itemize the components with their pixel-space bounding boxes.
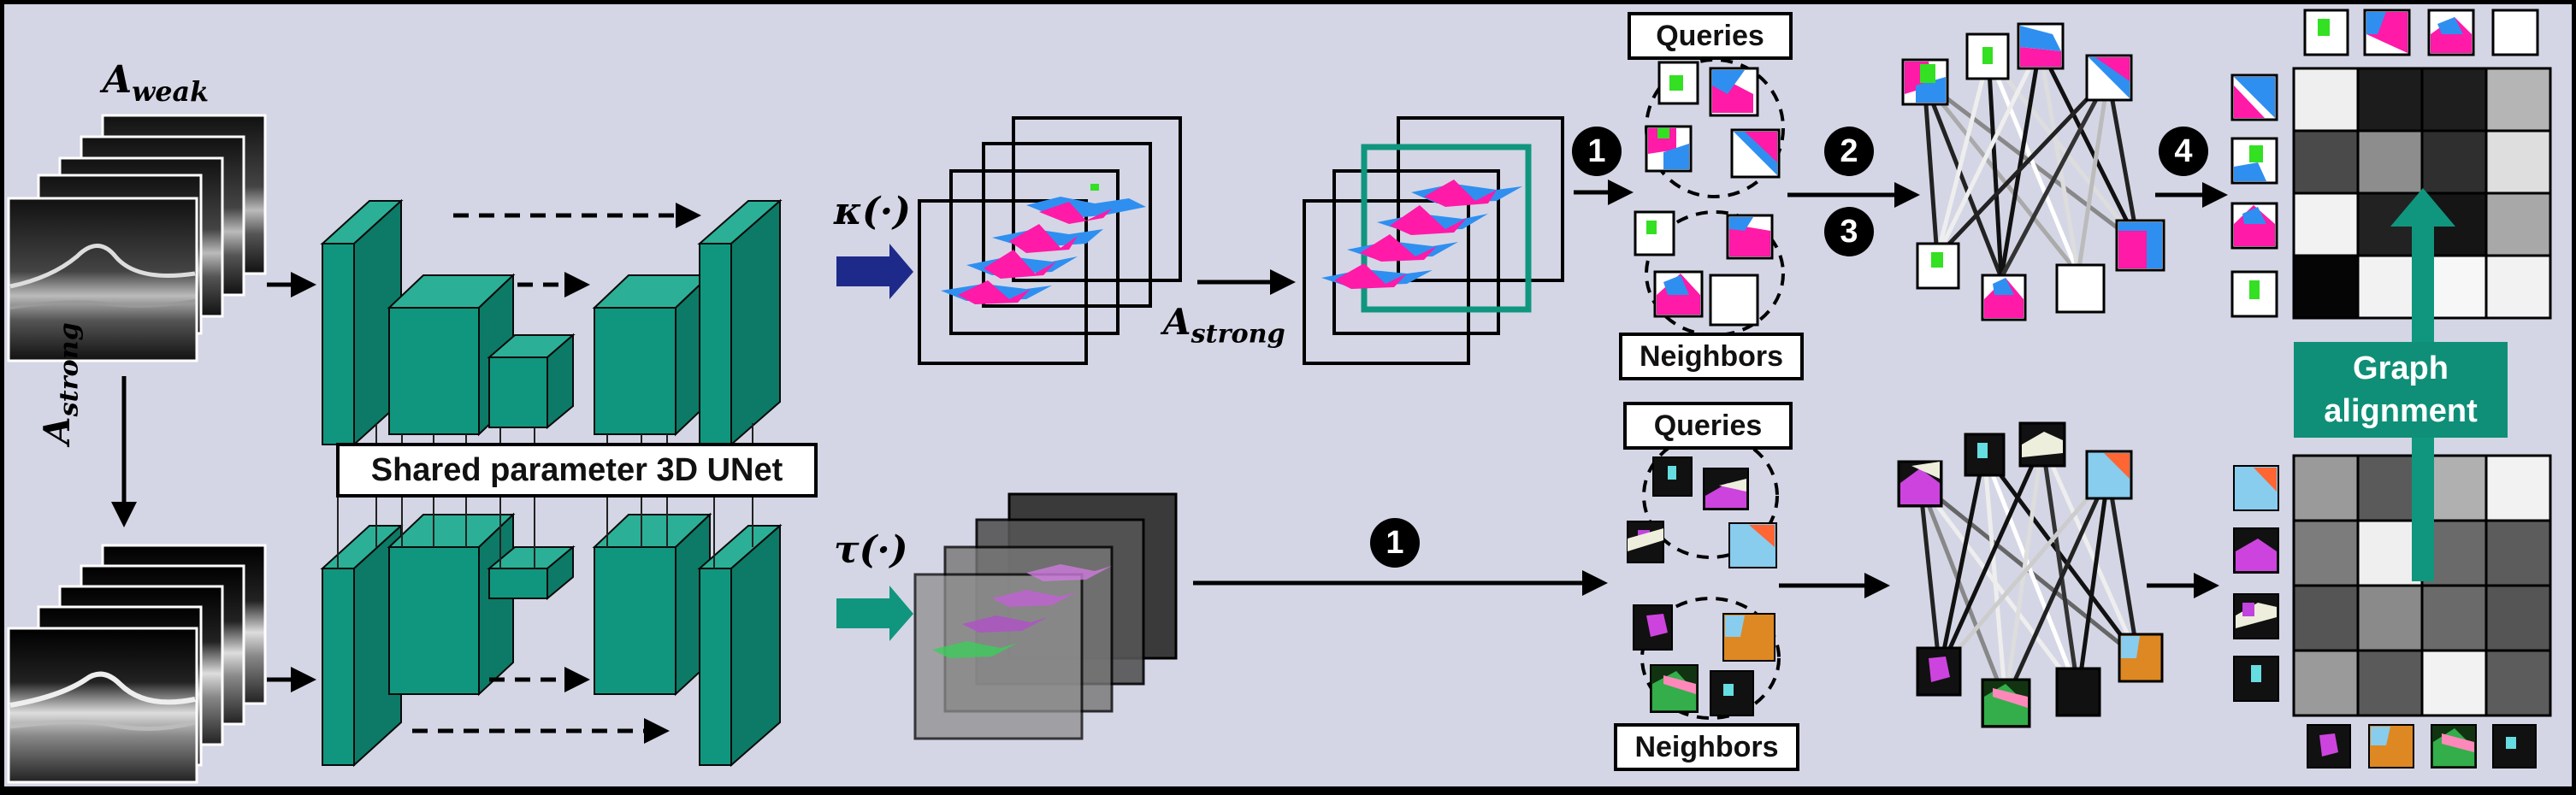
oct-stack-strong bbox=[7, 544, 267, 784]
matrix-cell bbox=[2484, 584, 2552, 652]
step-2-badge: 2 bbox=[1824, 127, 1874, 176]
skip-connections bbox=[412, 203, 701, 744]
matrix-top-col-patches bbox=[2303, 9, 2539, 56]
matrix-cell bbox=[2292, 191, 2360, 257]
query-patches-top bbox=[1645, 61, 1781, 179]
matrix-cell bbox=[2484, 67, 2552, 132]
kappa-arrow bbox=[836, 244, 913, 299]
graph-top-nodes bbox=[1901, 22, 2165, 321]
matrix-bottom-col-patches bbox=[2307, 724, 2537, 768]
lesion-blobs-kappa bbox=[941, 184, 1146, 304]
graph-top-edges bbox=[1922, 45, 2141, 280]
lesion-blobs-strong bbox=[1321, 180, 1522, 289]
kappa-label: κ(·) bbox=[834, 190, 911, 233]
graph-alignment-line-2: alignment bbox=[2324, 393, 2478, 429]
queries-circle-bottom bbox=[1642, 433, 1779, 559]
alignment-arrow-head bbox=[2390, 188, 2455, 227]
matrix-cell bbox=[2420, 67, 2488, 132]
a-weak-label: Aweak bbox=[103, 58, 209, 108]
query-patches-bottom bbox=[1627, 456, 1777, 568]
step-4-badge: 4 bbox=[2159, 127, 2208, 176]
neighbors-circle-top bbox=[1645, 210, 1785, 337]
matrix-cell bbox=[2420, 129, 2488, 195]
prediction-stack-strong bbox=[1303, 116, 1564, 365]
queries-label-top: Queries bbox=[1628, 12, 1793, 60]
neighbors-label-bottom: Neighbors bbox=[1614, 723, 1799, 771]
similarity-matrix-bottom bbox=[2292, 454, 2552, 717]
a-strong-horizontal-sub: strong bbox=[1191, 319, 1285, 350]
matrix-cell bbox=[2484, 649, 2552, 717]
matrix-cell bbox=[2292, 584, 2360, 652]
unet-top bbox=[320, 198, 783, 447]
matrix-cell bbox=[2292, 649, 2360, 717]
graph-alignment-line-1: Graph bbox=[2353, 350, 2449, 386]
prediction-stack-tau bbox=[913, 492, 1178, 740]
queries-label-bottom: Queries bbox=[1623, 402, 1793, 450]
graph-alignment-label: Graph alignment bbox=[2294, 342, 2508, 438]
matrix-cell bbox=[2356, 649, 2424, 717]
similarity-matrix-top bbox=[2292, 67, 2552, 320]
a-strong-horizontal-label: Astrong bbox=[1163, 301, 1285, 349]
matrix-cell bbox=[2484, 129, 2552, 195]
graph-bottom-nodes bbox=[1897, 421, 2164, 728]
a-strong-vertical-label: Astrong bbox=[36, 322, 84, 445]
matrix-cell bbox=[2356, 454, 2424, 522]
a-strong-horizontal-base: A bbox=[1163, 301, 1191, 343]
matrix-cell bbox=[2292, 129, 2360, 195]
a-strong-vertical-base: A bbox=[36, 416, 78, 445]
matrix-cell bbox=[2356, 584, 2424, 652]
unet-bottom bbox=[320, 512, 783, 768]
neighbor-patches-bottom bbox=[1633, 604, 1775, 716]
tau-label: τ(·) bbox=[834, 528, 908, 572]
neighbor-patches-top bbox=[1634, 210, 1774, 327]
matrix-cell bbox=[2484, 254, 2552, 320]
graph-bottom-edges bbox=[1917, 441, 2141, 703]
prediction-stack-kappa bbox=[918, 116, 1182, 365]
matrix-cell bbox=[2420, 584, 2488, 652]
tau-arrow bbox=[836, 586, 913, 641]
matrix-cell bbox=[2292, 519, 2360, 587]
step-1-badge-top: 1 bbox=[1572, 127, 1622, 176]
matrix-bottom-row-patches bbox=[2233, 465, 2279, 702]
step-3-badge: 3 bbox=[1824, 207, 1874, 256]
unet-label: Shared parameter 3D UNet bbox=[336, 443, 818, 498]
matrix-top-row-patches bbox=[2230, 74, 2278, 318]
matrix-cell bbox=[2420, 649, 2488, 717]
matrix-cell bbox=[2356, 67, 2424, 132]
oct-stack-weak bbox=[7, 114, 267, 362]
a-weak-base: A bbox=[103, 58, 133, 102]
matrix-cell bbox=[2484, 191, 2552, 257]
a-strong-vertical-sub: strong bbox=[54, 322, 85, 417]
matrix-cell bbox=[2356, 129, 2424, 195]
neighbors-circle-bottom bbox=[1640, 597, 1781, 720]
matrix-cell bbox=[2292, 67, 2360, 132]
matrix-cell bbox=[2292, 254, 2360, 320]
neighbors-label-top: Neighbors bbox=[1619, 333, 1804, 380]
matrix-cell bbox=[2292, 454, 2360, 522]
step-1-badge-bottom: 1 bbox=[1370, 518, 1420, 568]
matrix-cell bbox=[2484, 519, 2552, 587]
matrix-cell bbox=[2484, 454, 2552, 522]
a-weak-sub: weak bbox=[132, 75, 210, 108]
